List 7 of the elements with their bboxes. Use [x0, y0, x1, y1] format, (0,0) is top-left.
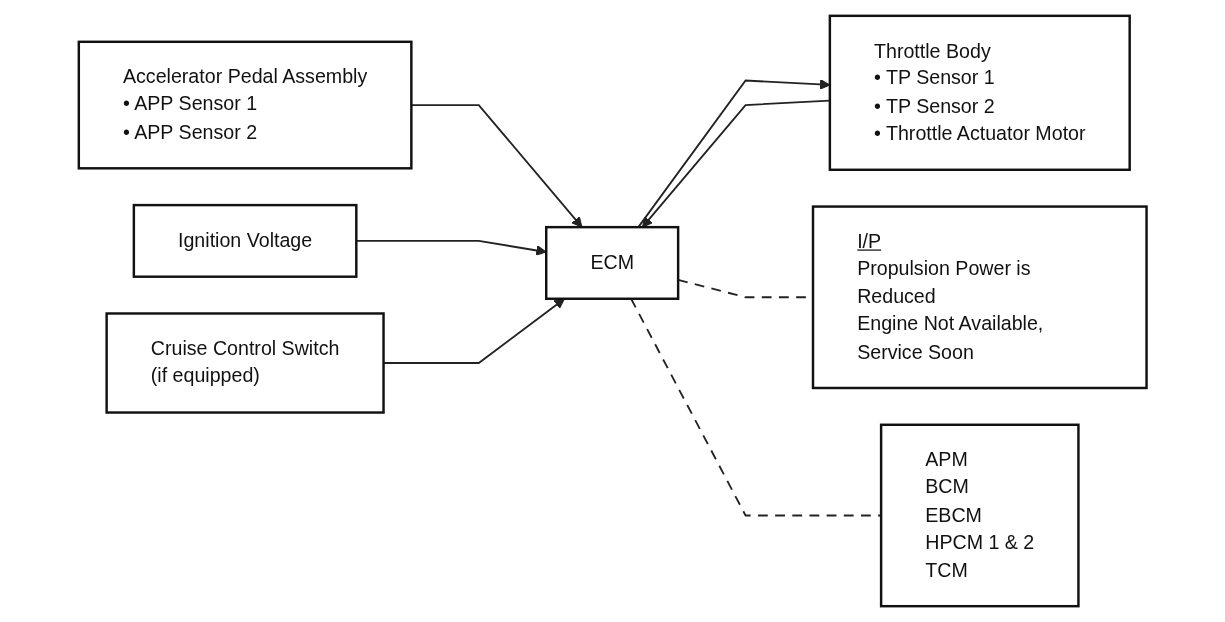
node-box: Throttle Body • TP Sensor 1 • TP Sensor 2 • Throttle Actuator Motor [828, 14, 1131, 171]
node-box: ECM [544, 225, 680, 300]
node-box: Cruise Control Switch (if equipped) [105, 312, 385, 414]
node-box: APM BCM EBCM HPCM 1 & 2 TCM [879, 423, 1080, 608]
node-box: I/P Propulsion Power is Reduced Engine Not Available, Service Soon [811, 205, 1148, 390]
node-box: Ignition Voltage [132, 203, 358, 278]
node-box: Accelerator Pedal Assembly • APP Sensor 1 • APP Sensor 2 [77, 40, 413, 170]
